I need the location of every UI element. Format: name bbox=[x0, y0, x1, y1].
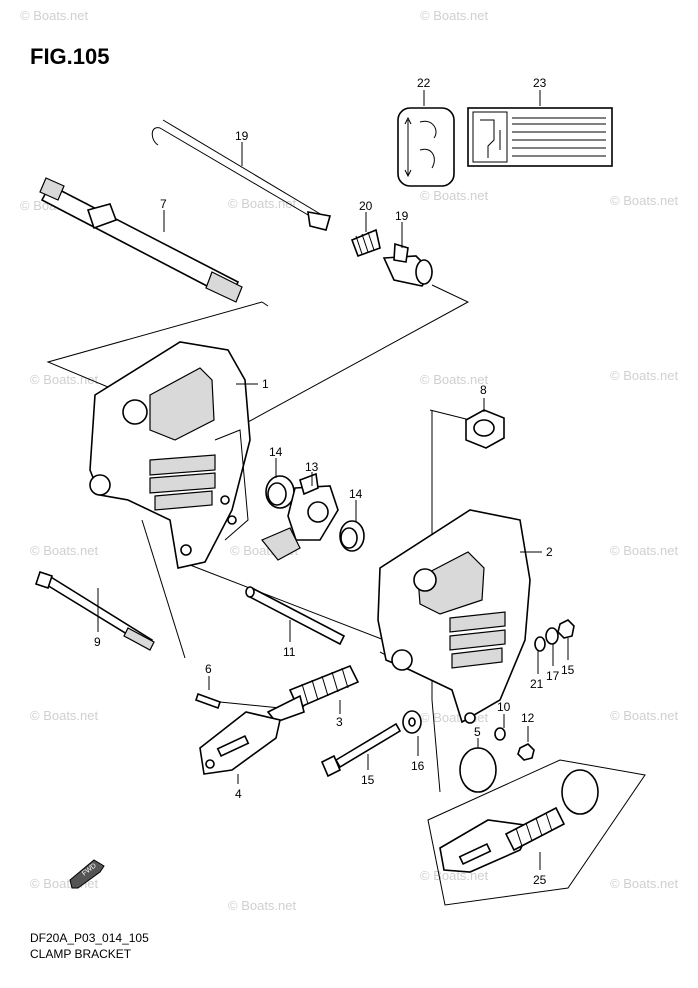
watermark: © Boats.net bbox=[610, 543, 679, 558]
callout-label: 19 bbox=[235, 129, 249, 143]
part-6-pin bbox=[194, 692, 222, 710]
part-14-bushing-left bbox=[265, 475, 295, 509]
watermark: © Boats.net bbox=[20, 8, 89, 23]
part-8-nut bbox=[465, 409, 505, 449]
callout-label: 3 bbox=[336, 715, 343, 729]
watermark: © Boats.net bbox=[610, 876, 679, 891]
callout-label: 17 bbox=[546, 669, 560, 683]
part-5-disc bbox=[459, 747, 497, 793]
watermark: © Boats.net bbox=[30, 372, 99, 387]
part-22-washer bbox=[534, 636, 546, 652]
part-21-spring bbox=[350, 228, 381, 258]
watermark: © Boats.net bbox=[420, 8, 489, 23]
drawing-name: CLAMP BRACKET bbox=[30, 947, 132, 961]
watermark: © Boats.net bbox=[30, 708, 99, 723]
watermark: © Boats.net bbox=[420, 188, 489, 203]
callout-label: 2 bbox=[546, 545, 553, 559]
callout-label: 4 bbox=[235, 787, 242, 801]
part-4-plate bbox=[199, 711, 281, 775]
part-19-tilt-rod bbox=[151, 119, 332, 231]
callout-label: 14 bbox=[349, 487, 363, 501]
callout-label: 25 bbox=[533, 873, 547, 887]
callout-label: 13 bbox=[305, 460, 319, 474]
callout-label: 6 bbox=[205, 662, 212, 676]
callout-label: 15 bbox=[561, 663, 575, 677]
callout-label: 8 bbox=[480, 383, 487, 397]
callout-label: 19 bbox=[395, 209, 409, 223]
part-20-knob bbox=[382, 242, 434, 287]
part-24-warning-label bbox=[467, 107, 613, 167]
callout-label: 21 bbox=[530, 677, 544, 691]
watermark: © Boats.net bbox=[30, 543, 99, 558]
part-25-lever-assembly bbox=[427, 759, 646, 906]
watermark: © Boats.net bbox=[610, 193, 679, 208]
part-13-lever bbox=[261, 472, 339, 561]
part-14-bushing-right bbox=[339, 520, 365, 552]
callout-layer: 22 23 19 7 20 19 1 8 14 13 14 2 9 11 21 … bbox=[94, 76, 575, 887]
part-12-nut bbox=[517, 743, 535, 761]
part-7-clamp-shaft bbox=[39, 177, 243, 303]
callout-label: 16 bbox=[411, 759, 425, 773]
figure-title: FIG.105 bbox=[30, 44, 109, 69]
callout-label: 20 bbox=[359, 199, 373, 213]
part-1-left-clamp-bracket bbox=[89, 341, 251, 569]
callout-label: 5 bbox=[474, 725, 481, 739]
callout-label: 12 bbox=[521, 711, 535, 725]
part-2-right-clamp-bracket bbox=[377, 509, 531, 724]
callout-label: 15 bbox=[361, 773, 375, 787]
callout-label: 14 bbox=[269, 445, 283, 459]
callout-label: 1 bbox=[262, 377, 269, 391]
callout-label: 9 bbox=[94, 635, 101, 649]
part-11-pin bbox=[245, 586, 346, 646]
part-16-nut bbox=[557, 619, 575, 639]
part-9-through-bolt bbox=[34, 570, 155, 651]
part-15-bolt bbox=[320, 722, 402, 778]
watermark: © Boats.net bbox=[610, 368, 679, 383]
callout-label: 22 bbox=[417, 76, 431, 90]
callout-label: 11 bbox=[283, 645, 296, 659]
drawing-code: DF20A_P03_014_105 bbox=[30, 931, 149, 945]
callout-label: 10 bbox=[497, 700, 511, 714]
part-18-washer bbox=[545, 627, 559, 645]
watermark: © Boats.net bbox=[420, 372, 489, 387]
callout-label: 23 bbox=[533, 76, 547, 90]
watermark: © Boats.net bbox=[228, 196, 297, 211]
part-17-washer bbox=[402, 710, 422, 734]
callout-label: 7 bbox=[160, 197, 167, 211]
watermark: © Boats.net bbox=[610, 708, 679, 723]
watermark: © Boats.net bbox=[228, 898, 297, 913]
part-3-spring bbox=[266, 664, 360, 723]
part-23-decal bbox=[397, 107, 455, 187]
part-10-washer bbox=[494, 727, 506, 741]
